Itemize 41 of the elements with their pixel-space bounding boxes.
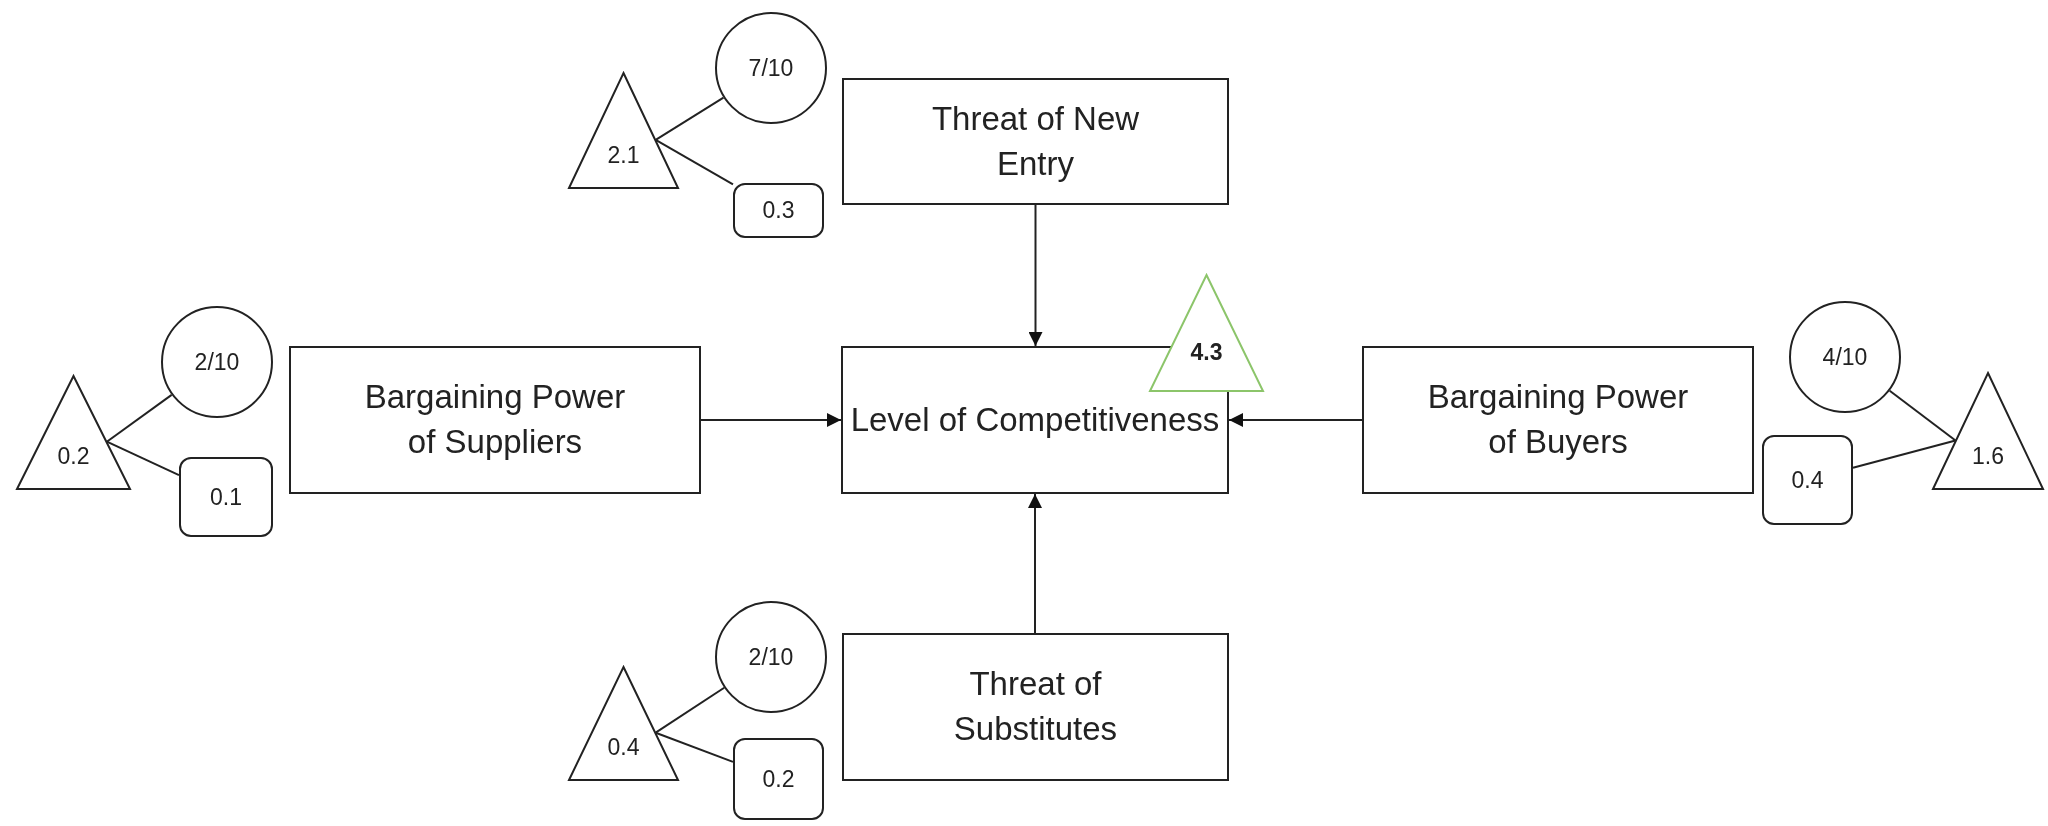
factor-box [1362,346,1754,494]
factor-box [289,346,701,494]
factor-box [842,78,1229,205]
connector-line [105,393,173,443]
weight-box [179,457,273,537]
arrow [1028,204,1043,347]
connector-line [654,686,726,734]
factor-label: Bargaining Power of Buyers [1426,377,1690,462]
factor-label: Threat of New Entry [930,98,1141,184]
weight-box [1762,435,1853,525]
arrow [700,413,842,427]
arrow [1028,493,1042,634]
score-value: 2/10 [194,348,240,376]
weight-box [733,738,824,820]
score-value: 0.4 [607,734,640,761]
score-value: 0.2 [57,443,90,470]
score-triangle [568,666,679,781]
score-value: 7/10 [748,54,794,82]
total-score-triangle [1149,274,1264,392]
score-value: 0.4 [1791,466,1824,494]
factor-label: Threat of Substitutes [952,664,1119,749]
score-value: 0.2 [762,765,795,793]
connector-line [1888,389,1957,442]
score-value: 0.1 [210,483,242,511]
score-triangle [1932,372,2044,490]
score-value: 2.1 [607,142,640,169]
score-value: 4/10 [1822,343,1868,371]
score-triangle [16,375,131,490]
score-value: 2/10 [748,643,794,671]
score-triangle [568,72,679,189]
arrow [1228,413,1363,427]
weight-box [733,183,824,238]
factor-box [842,633,1229,781]
connector-line [654,138,734,186]
score-value: 0.3 [762,197,795,224]
connector-line [654,96,725,141]
factor-label: Level of Competitiveness [850,399,1220,440]
score-value: 4.3 [1190,339,1223,366]
connector-line [654,731,734,763]
factor-label: Bargaining Power of Suppliers [363,377,627,462]
score-value: 1.6 [1972,443,2004,470]
